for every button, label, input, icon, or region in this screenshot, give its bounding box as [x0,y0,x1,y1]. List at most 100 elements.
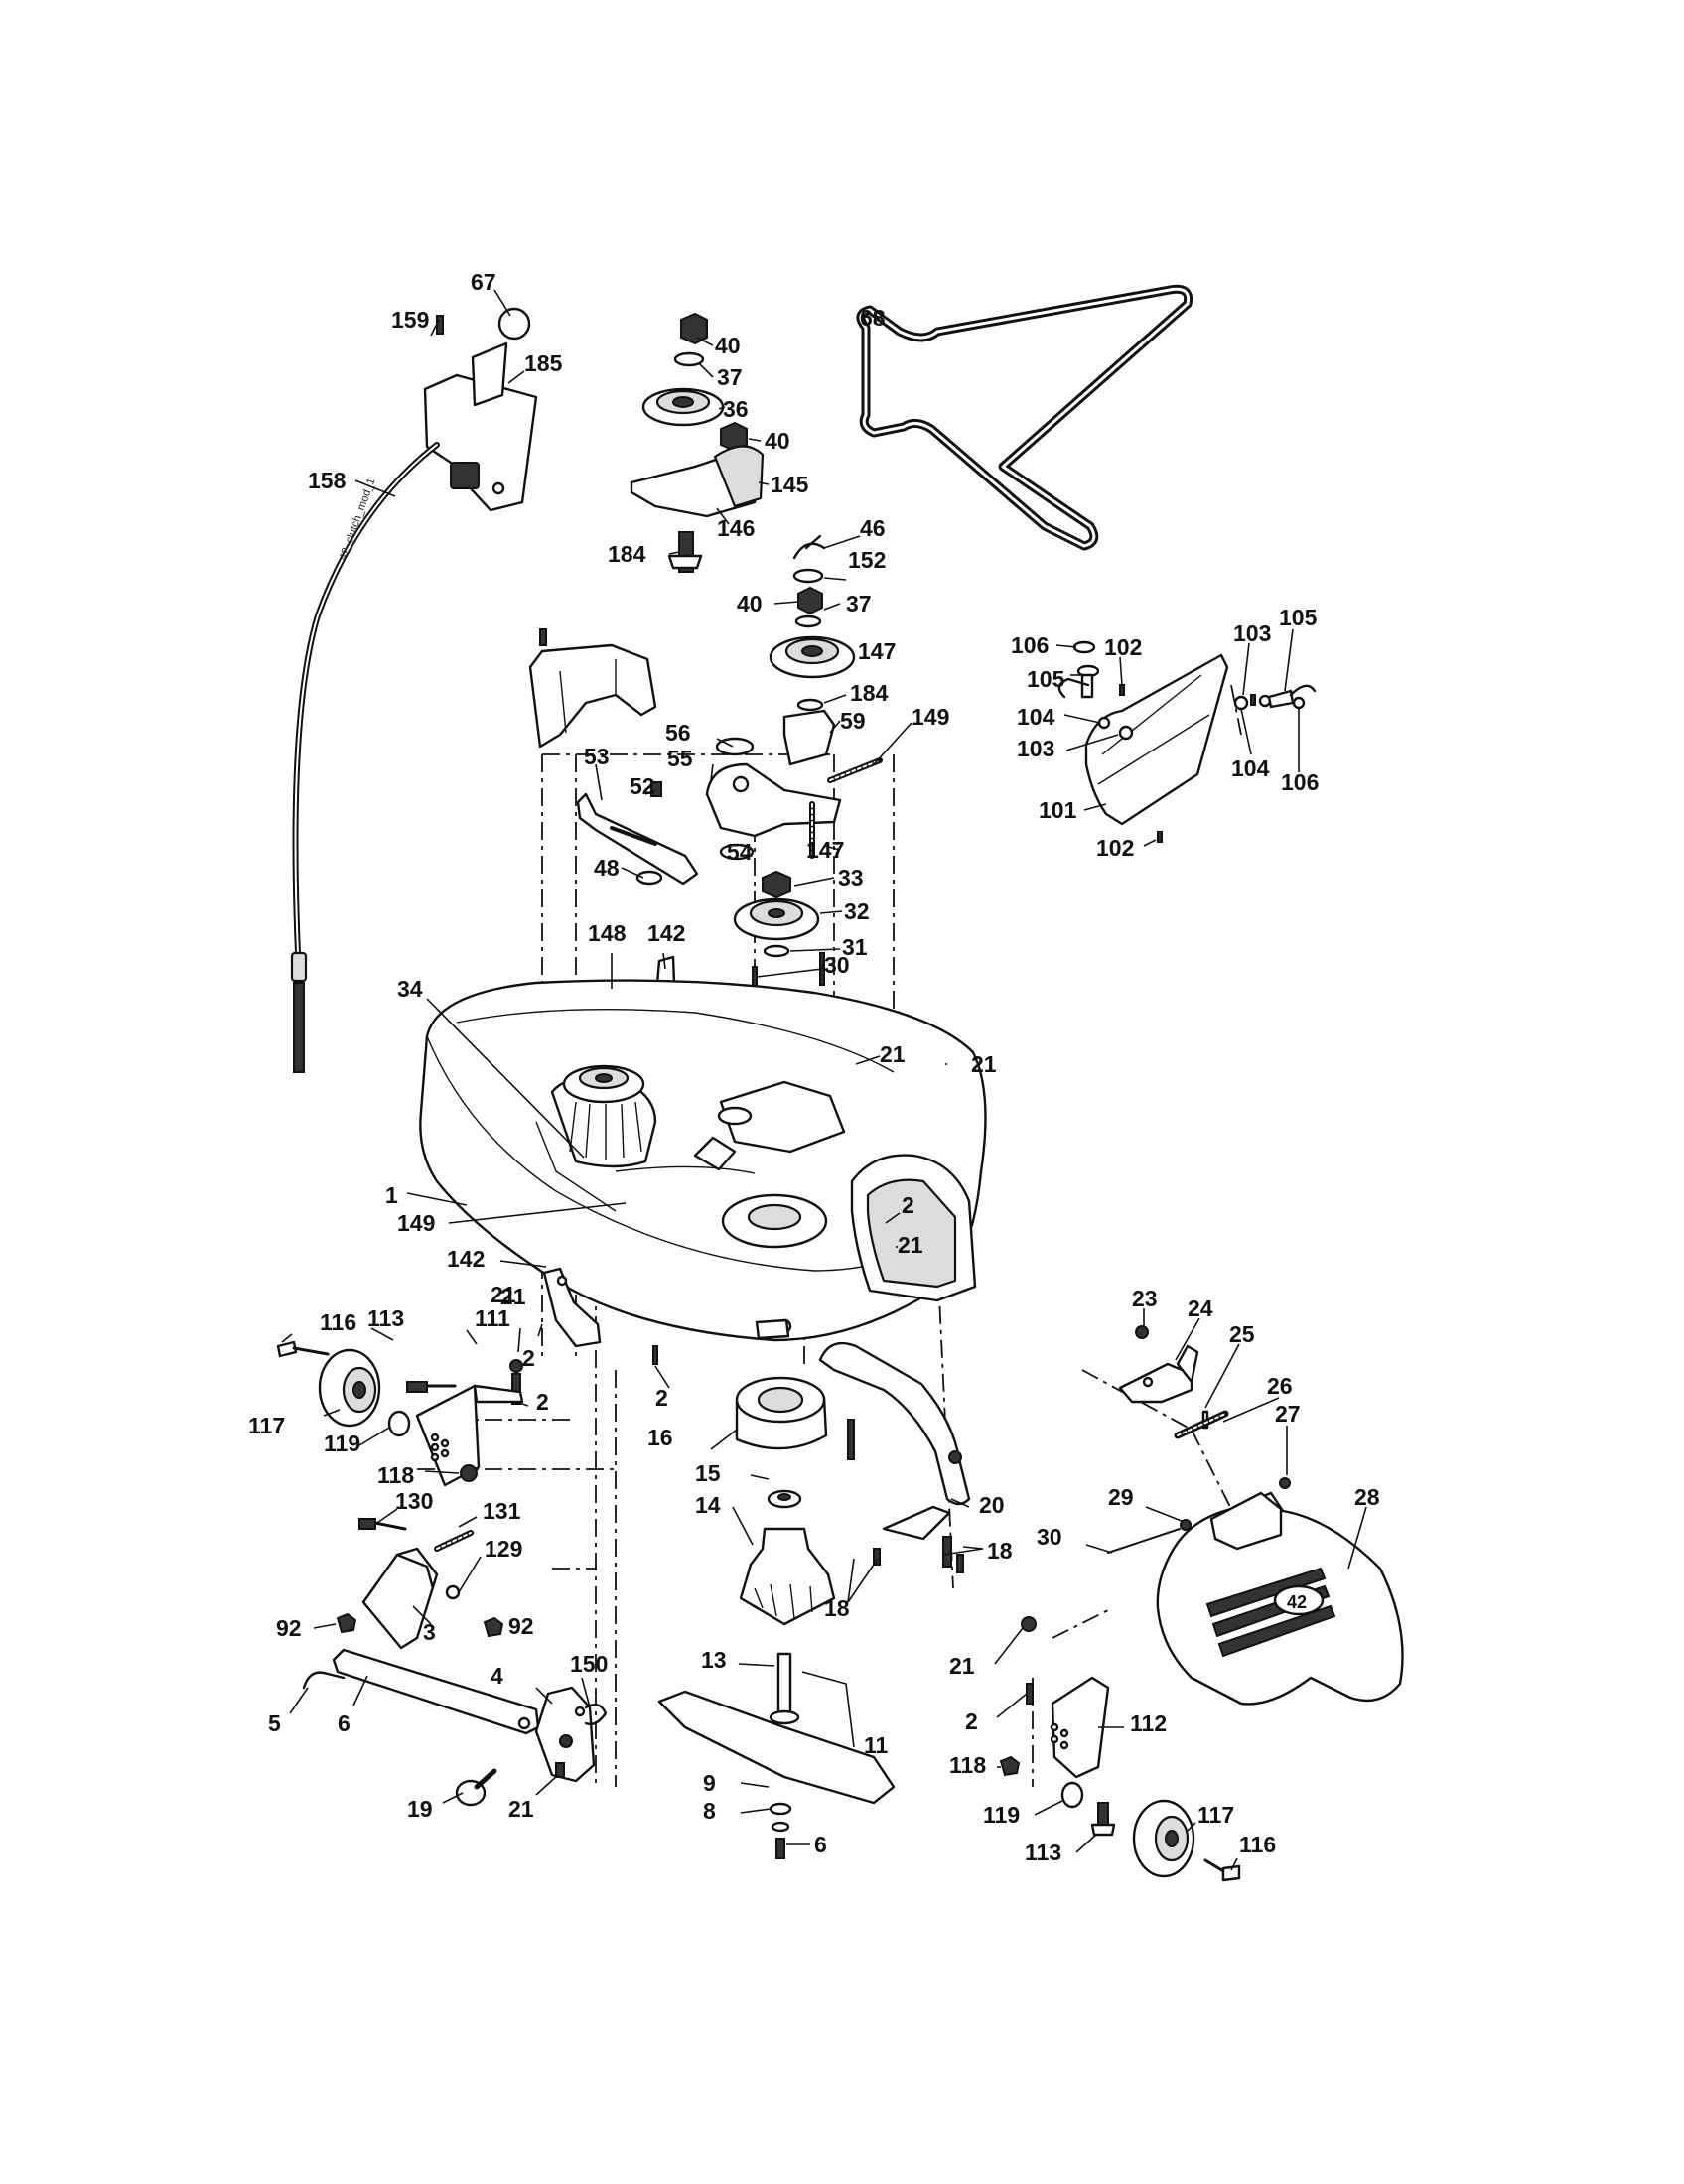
part-label: 13 [701,1647,727,1673]
part-label: 30 [1037,1524,1062,1550]
part-label: 92 [276,1615,302,1641]
part-label: 56 [665,720,691,746]
wheel-bracket-left [276,1340,524,1487]
part-label: 152 [848,547,886,573]
discharge-chute: 42 [1107,1325,1404,1706]
part-label: 2 [965,1708,978,1734]
part-label: 184 [850,680,889,706]
blade-spindle-assembly [657,1376,896,1859]
part-label: 1 [385,1182,398,1208]
part-label: 21 [971,1051,997,1077]
part-label: 103 [1233,620,1271,646]
part-label: 119 [983,1802,1020,1828]
part-label: 40 [765,428,790,454]
part-label: 118 [949,1752,986,1778]
screw-158 [436,315,444,335]
leader-lines [281,289,1367,1871]
knob-ball [497,307,531,341]
clutch-handle-assembly [423,307,538,512]
rear-hanger-bracket [455,1686,608,1807]
part-label: 116 [1239,1832,1276,1857]
idler-assembly-lower [769,534,856,766]
deck-logo: 42 [1287,1592,1307,1612]
part-label: 2 [655,1385,668,1411]
part-label: 4 [491,1663,503,1689]
part-label: 54 [727,839,753,865]
part-label: 113 [1025,1840,1061,1865]
part-label: 40 [737,591,763,616]
part-label: 18 [987,1538,1013,1564]
part-label: 40 [715,333,741,358]
part-label: 21 [500,1284,526,1309]
part-label: 104 [1017,704,1055,730]
part-label: 11 [864,1732,889,1758]
part-label: 37 [717,364,743,390]
part-label: 106 [1011,632,1049,658]
part-label: 32 [844,898,870,924]
part-label: 116 [320,1309,356,1335]
part-label: 6 [338,1710,351,1736]
deck-brake-arm [576,781,699,886]
part-label: 2 [536,1389,549,1415]
part-label: 159 [391,307,429,333]
part-label: 23 [1132,1286,1158,1311]
part-label: 36 [723,396,749,422]
part-label: 147 [858,638,896,664]
part-label: 102 [1096,835,1134,861]
part-label: 30 [824,952,850,978]
part-label: 129 [485,1536,522,1562]
part-label: 146 [717,515,755,541]
part-label: 117 [248,1413,285,1438]
part-label: 24 [1188,1296,1213,1321]
part-label: 21 [880,1041,906,1067]
part-label: 3 [423,1619,436,1645]
part-label: 142 [447,1246,485,1272]
part-label: 92 [508,1613,534,1639]
part-label: 15 [695,1460,721,1486]
part-label: 59 [840,708,866,734]
part-label: 5 [268,1710,281,1736]
part-label: 34 [397,976,423,1002]
part-label: 27 [1275,1401,1301,1427]
part-label: 119 [324,1431,360,1456]
part-label: 48 [594,855,620,881]
part-label: 111 [475,1305,510,1331]
threaded-end [293,982,305,1073]
part-label: 145 [771,472,809,497]
part-label: 68 [860,305,886,331]
part-label: 150 [570,1651,608,1677]
part-label: 105 [1279,605,1318,630]
part-label: 67 [471,269,496,295]
part-label: 142 [647,920,685,946]
wheel-bracket-right [999,1616,1241,1882]
part-label: 106 [1281,769,1319,795]
part-label: 149 [912,704,949,730]
part-label: 2 [902,1192,914,1218]
part-label: 101 [1039,797,1077,823]
part-label: 2 [522,1345,535,1371]
part-label: 131 [483,1498,521,1524]
part-label: 20 [979,1492,1005,1518]
front-hanger-bracket [542,1267,658,1365]
idler-assembly-upper [630,312,765,573]
part-label: 21 [491,1282,516,1307]
rear-link-arm [818,1341,971,1573]
part-label: 112 [1130,1710,1167,1736]
part-label: 102 [1104,634,1142,660]
part-label: 21 [949,1653,975,1679]
part-label: 29 [1108,1484,1134,1510]
mulch-deflector-assembly [1057,640,1317,843]
part-label: 19 [407,1796,433,1822]
part-label: 184 [608,541,646,567]
part-labels: 67 159 185 158 40 37 36 40 145 146 184 6… [248,269,1380,1865]
part-label: 113 [367,1305,404,1331]
drive-belt [856,284,1193,551]
part-label: 104 [1231,755,1270,781]
part-label: 147 [806,837,844,863]
belt-shield [528,628,657,749]
part-label: 148 [588,920,627,946]
part-label: 25 [1229,1321,1255,1347]
part-label: 55 [667,746,693,771]
